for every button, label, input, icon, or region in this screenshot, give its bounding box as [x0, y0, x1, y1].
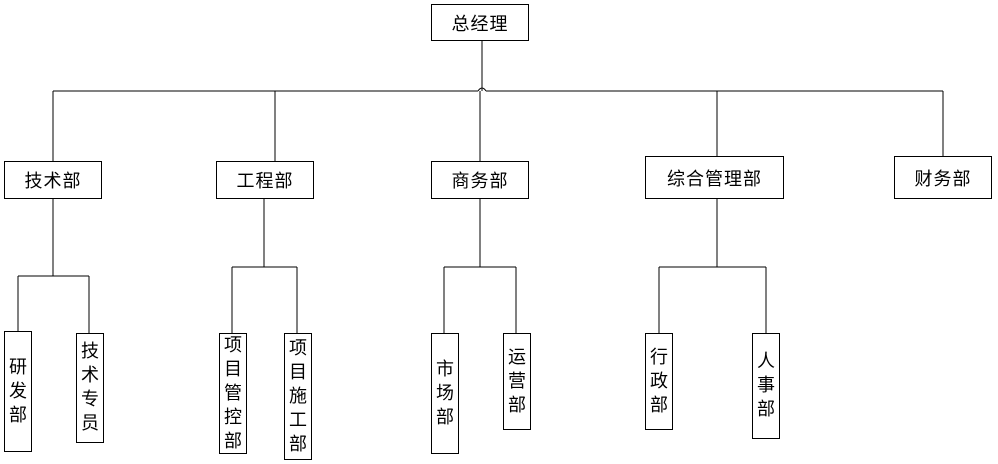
node-general-manager: 总经理	[431, 4, 529, 41]
node-dept-engineering-label: 工程部	[236, 171, 294, 192]
node-general-manager-label: 总经理	[451, 13, 509, 35]
node-sub-administration-label: 行政部	[650, 346, 668, 416]
node-dept-tech: 技术部	[4, 161, 102, 199]
node-sub-rd: 研发部	[4, 331, 32, 452]
node-sub-project-construction-label: 项目施工部	[289, 337, 307, 455]
node-sub-market: 市场部	[431, 333, 459, 454]
node-sub-tech-specialist-label: 技术专员	[81, 341, 99, 434]
node-sub-administration: 行政部	[645, 333, 673, 430]
connector-bus-hop	[477, 87, 487, 92]
node-sub-project-control-label: 项目管控部	[224, 334, 242, 452]
node-sub-operations: 运营部	[503, 333, 531, 430]
node-sub-hr-label: 人事部	[757, 351, 775, 420]
node-dept-finance-label: 财务部	[914, 168, 972, 190]
node-sub-operations-label: 运营部	[508, 346, 526, 416]
node-dept-general-admin: 综合管理部	[645, 156, 784, 199]
node-sub-hr: 人事部	[752, 333, 780, 439]
node-dept-general-admin-label: 综合管理部	[667, 168, 762, 190]
node-sub-rd-label: 研发部	[9, 356, 27, 426]
node-dept-tech-label: 技术部	[24, 171, 82, 192]
node-sub-market-label: 市场部	[436, 358, 454, 428]
node-sub-project-construction: 项目施工部	[284, 333, 312, 460]
node-sub-project-control: 项目管控部	[219, 333, 247, 454]
node-dept-finance: 财务部	[894, 156, 992, 199]
node-dept-engineering: 工程部	[216, 161, 314, 199]
node-dept-business: 商务部	[431, 161, 529, 199]
node-dept-business-label: 商务部	[451, 171, 509, 192]
node-sub-tech-specialist: 技术专员	[76, 333, 104, 443]
